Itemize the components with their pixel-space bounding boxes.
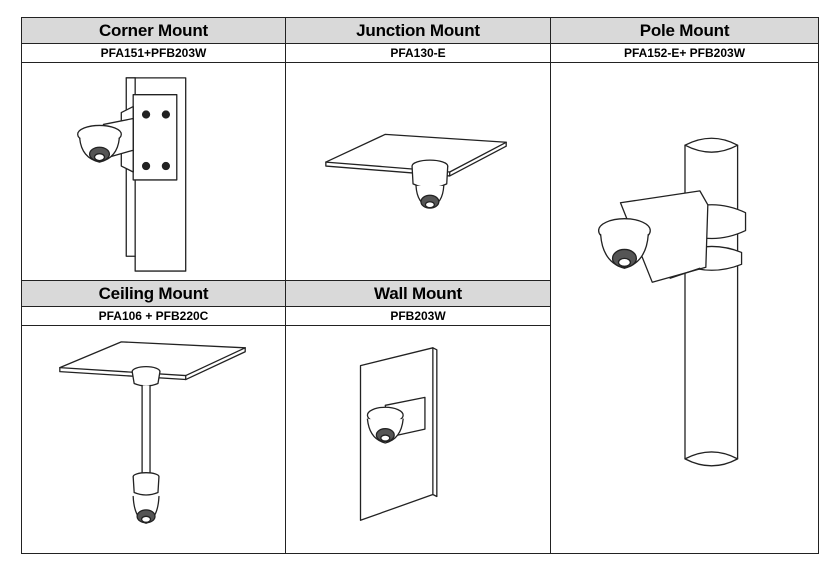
ceiling-mount-illustration (21, 325, 286, 554)
model-wall-mount: PFB203W (285, 306, 551, 326)
model-ceiling-mount: PFA106 + PFB220C (21, 306, 286, 326)
wall-mount-illustration (285, 325, 551, 554)
junction-mount-illustration (285, 62, 551, 281)
mount-compatibility-table: Corner Mount Junction Mount Pole Mount P… (21, 17, 819, 554)
header-junction-mount: Junction Mount (285, 17, 551, 44)
header-pole-mount: Pole Mount (550, 17, 819, 44)
header-corner-mount: Corner Mount (21, 17, 286, 44)
pole-mount-illustration (550, 62, 819, 554)
model-junction-mount: PFA130-E (285, 43, 551, 63)
model-pole-mount: PFA152-E+ PFB203W (550, 43, 819, 63)
corner-mount-illustration (21, 62, 286, 281)
model-corner-mount: PFA151+PFB203W (21, 43, 286, 63)
header-wall-mount: Wall Mount (285, 280, 551, 307)
header-ceiling-mount: Ceiling Mount (21, 280, 286, 307)
